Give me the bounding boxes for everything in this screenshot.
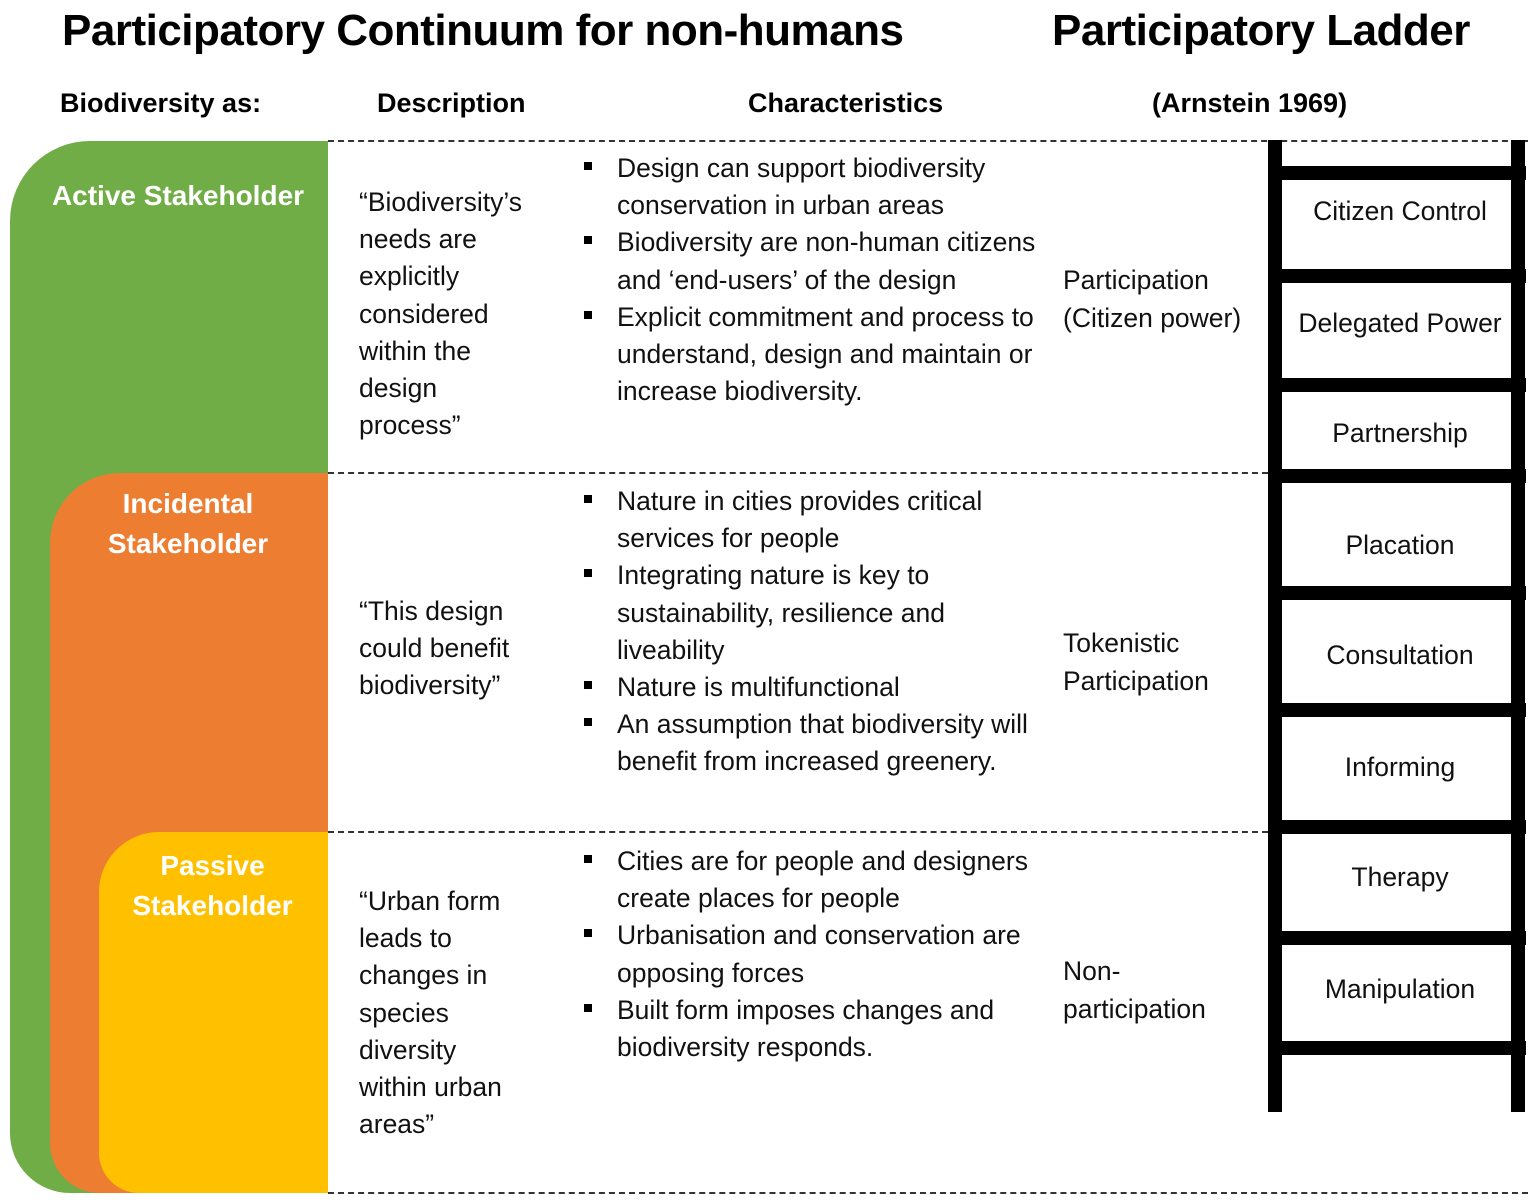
ladder-left-rail (1268, 140, 1282, 1112)
header-description: Description (377, 88, 526, 118)
ladder-rung (1276, 586, 1526, 600)
ladder-step-delegated-power: Delegated Power (1298, 308, 1502, 338)
ladder-step-manipulation: Manipulation (1324, 974, 1476, 1004)
ladder-step-informing: Informing (1344, 752, 1456, 782)
separator-2 (328, 831, 1268, 833)
ladder-rung (1276, 931, 1526, 945)
ladder-step-citizen-control: Citizen Control (1313, 196, 1487, 226)
header-arnstein: (Arnstein 1969) (1152, 88, 1348, 118)
ladder-rung (1276, 469, 1526, 483)
participation-level-active: Participation (Citizen power) (1063, 265, 1242, 333)
ladder-step-consultation: Consultation (1326, 640, 1474, 670)
description-incidental: “This design could benefit biodiversity” (359, 596, 510, 701)
ladder-rung (1276, 269, 1526, 283)
ladder-rung (1276, 703, 1526, 717)
characteristics-active: Design can support biodiversity conserva… (581, 150, 1041, 410)
incidental-stakeholder-label: Incidental Stakeholder (107, 488, 269, 559)
participation-level-incidental: Tokenistic Participation (1063, 628, 1209, 696)
ladder-right-rail (1511, 140, 1525, 1112)
participation-level-passive: Non- participation (1063, 956, 1206, 1024)
list-item: An assumption that biodiversity will ben… (581, 706, 1041, 780)
active-stakeholder-label: Active Stakeholder (51, 180, 305, 211)
ladder-rung (1276, 1041, 1526, 1055)
list-item: Cities are for people and designers crea… (581, 843, 1041, 917)
separator-bottom (328, 1192, 1528, 1194)
passive-stakeholder-band (99, 832, 328, 1193)
ladder-rung (1276, 820, 1526, 834)
header-characteristics: Characteristics (748, 88, 944, 118)
ladder-rung (1276, 166, 1526, 180)
ladder-step-therapy: Therapy (1351, 862, 1449, 892)
ladder-step-placation: Placation (1345, 530, 1455, 560)
characteristics-passive: Cities are for people and designers crea… (581, 843, 1041, 1066)
list-item: Nature in cities provides critical servi… (581, 483, 1041, 557)
ladder-rung (1276, 378, 1526, 392)
characteristics-incidental: Nature in cities provides critical servi… (581, 483, 1041, 781)
header-biodiversity-as: Biodiversity as: (60, 88, 262, 118)
list-item: Design can support biodiversity conserva… (581, 150, 1041, 224)
separator-1 (328, 472, 1268, 474)
list-item: Explicit commitment and process to under… (581, 299, 1041, 411)
ladder-step-partnership: Partnership (1332, 418, 1468, 448)
passive-stakeholder-label: Passive Stakeholder (132, 850, 293, 921)
list-item: Built form imposes changes and biodivers… (581, 992, 1041, 1066)
separator-top (328, 140, 1528, 142)
description-active: “Biodiversity’s needs are explicitly con… (359, 187, 522, 441)
description-passive: “Urban form leads to changes in species … (359, 886, 502, 1140)
continuum-title: Participatory Continuum for non-humans (62, 6, 904, 55)
ladder-title: Participatory Ladder (1052, 6, 1470, 55)
list-item: Biodiversity are non-human citizens and … (581, 224, 1041, 298)
list-item: Nature is multifunctional (581, 669, 1041, 706)
list-item: Integrating nature is key to sustainabil… (581, 557, 1041, 669)
list-item: Urbanisation and conservation are opposi… (581, 917, 1041, 991)
